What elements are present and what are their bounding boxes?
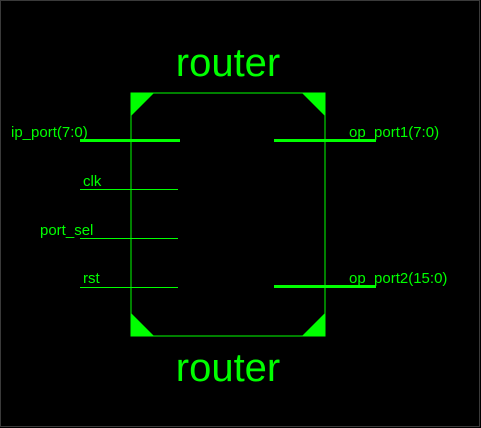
output-pin-op-port2[interactable]: op_port2(15:0): [274, 270, 447, 288]
input-pin-port-sel[interactable]: port_sel: [40, 222, 178, 239]
corner-marker-bottom-right: [302, 313, 325, 336]
pin-label-port-sel: port_sel: [40, 222, 93, 239]
pin-label-op-port1: op_port1(7:0): [349, 124, 439, 141]
pin-label-op-port2: op_port2(15:0): [349, 270, 447, 287]
symbol-body[interactable]: [130, 92, 326, 337]
corner-marker-top-right: [302, 93, 325, 116]
corner-marker-top-left: [131, 93, 154, 116]
input-pin-rst[interactable]: rst: [80, 270, 178, 288]
symbol-title-bottom: router: [176, 346, 281, 390]
input-pin-clk[interactable]: clk: [80, 173, 178, 190]
symbol-title-top: router: [176, 41, 281, 85]
pin-label-ip-port: ip_port(7:0): [11, 124, 88, 141]
symbol-outline: [130, 92, 326, 337]
output-pin-op-port1[interactable]: op_port1(7:0): [274, 124, 439, 142]
corner-marker-bottom-left: [131, 313, 154, 336]
input-pin-ip-port[interactable]: ip_port(7:0): [11, 124, 180, 142]
pin-label-clk: clk: [83, 173, 102, 190]
pin-label-rst: rst: [83, 270, 100, 287]
